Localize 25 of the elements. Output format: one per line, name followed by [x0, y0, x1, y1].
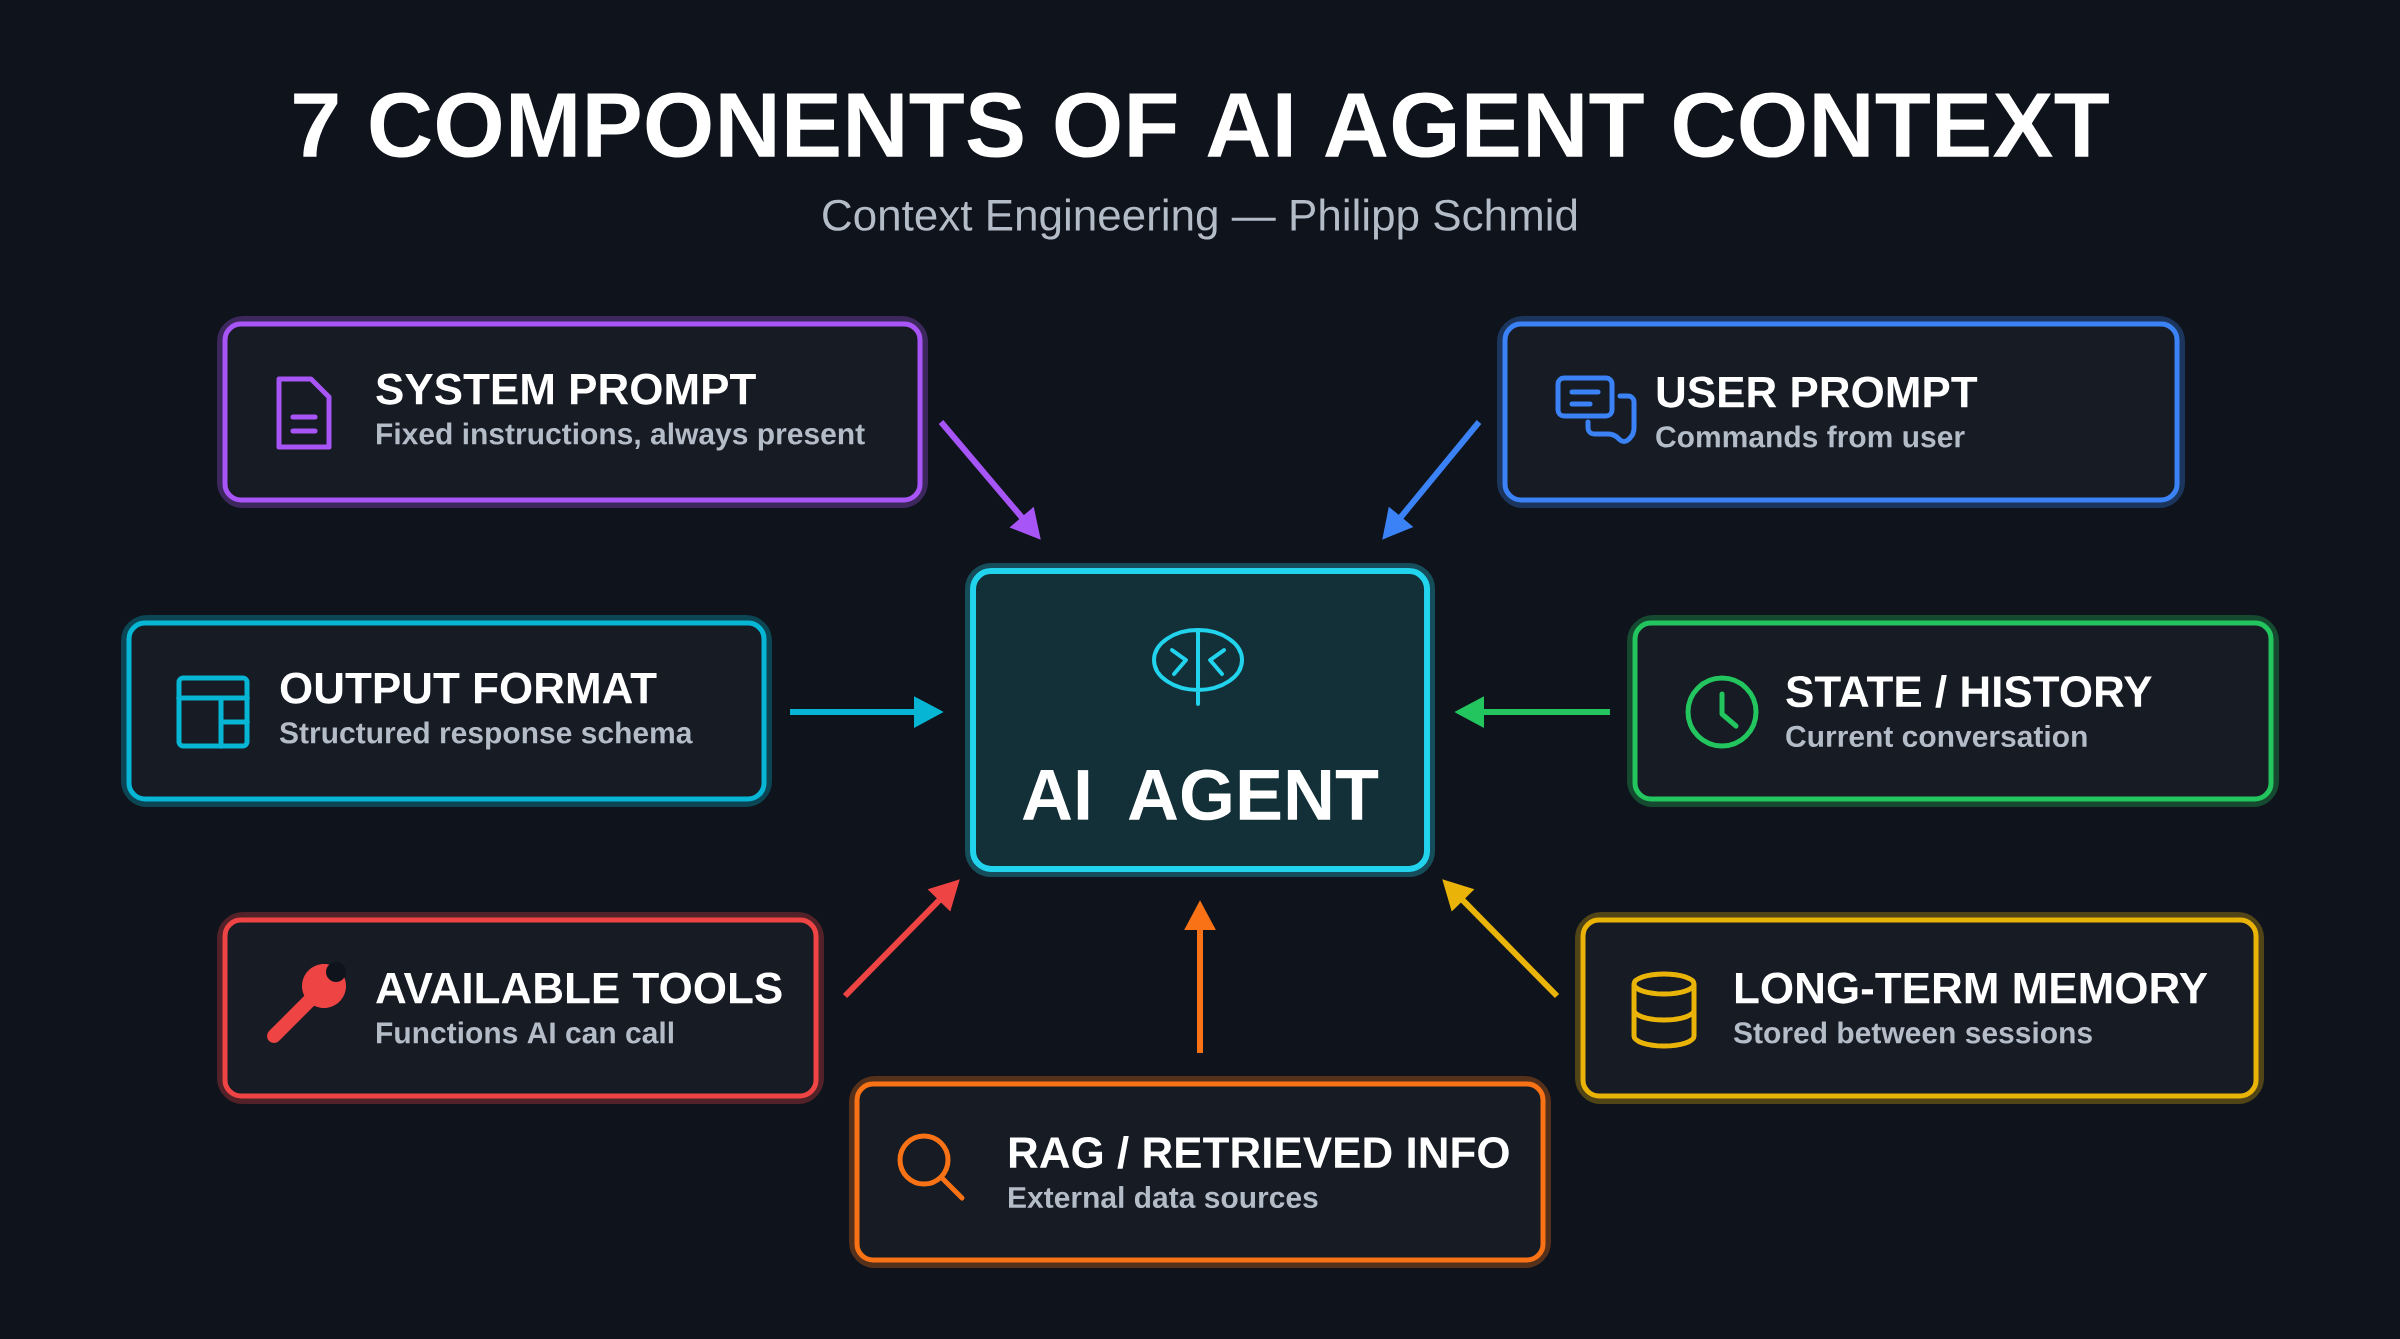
component-box	[217, 316, 928, 508]
component-title: STATE / HISTORY	[1786, 674, 2152, 708]
component-description: Functions AI can call	[377, 1021, 673, 1044]
subtitle: Context Engineering — Philipp Schmid	[823, 198, 1577, 240]
component-title: SYSTEM PROMPT	[376, 373, 756, 405]
component-box	[217, 912, 824, 1104]
component-box	[1627, 615, 2280, 807]
component-title: RAG / RETRIEVED INFO	[1009, 1135, 1509, 1169]
component-title: LONG-TERM MEMORY	[1735, 972, 2208, 1004]
component-description: Commands from user	[1656, 425, 1965, 448]
agent-label: AI AGENT	[1022, 769, 1379, 821]
title: 7 COMPONENTS OF AI AGENT CONTEXT	[294, 92, 2109, 158]
component-title: AVAILABLE TOOLS	[376, 972, 782, 1004]
component-box	[121, 615, 772, 807]
component-description: Fixed instructions, always present	[377, 422, 865, 451]
component-box	[1497, 316, 2186, 508]
agent-box	[965, 563, 1435, 877]
component-description: External data sources	[1009, 1186, 1318, 1209]
component-title: OUTPUT FORMAT	[280, 672, 657, 704]
component-title: USER PROMPT	[1657, 376, 1978, 408]
component-box	[849, 1076, 1551, 1268]
component-box	[1575, 912, 2265, 1104]
component-description: Current conversation	[1786, 725, 2087, 748]
component-description: Structured response schema	[279, 721, 693, 750]
component-description: Stored between sessions	[1733, 1021, 2092, 1044]
